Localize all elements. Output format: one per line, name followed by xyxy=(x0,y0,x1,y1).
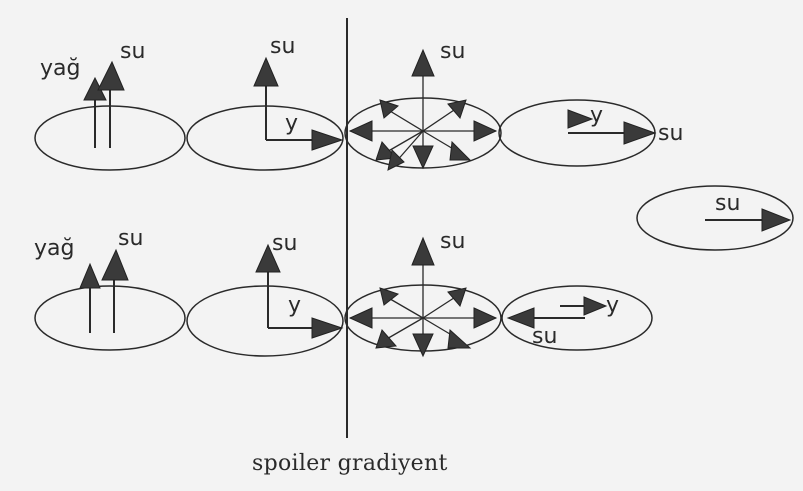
bottom-star-arrow-ur xyxy=(447,287,467,307)
top-y-label-4: y xyxy=(590,103,603,128)
bottom-water-arrow2-head xyxy=(255,243,281,273)
bottom-water-arrow-head xyxy=(101,248,129,281)
top-star-arrow-down xyxy=(412,145,434,170)
top-star-arrow-left xyxy=(348,120,373,142)
top-star-arrow-dl2 xyxy=(387,148,405,171)
bottom-star-arrow-right xyxy=(473,307,498,329)
bottom-water-label: su xyxy=(118,226,143,251)
right-water-ellipse xyxy=(636,185,794,251)
bottom-oil-label: yağ xyxy=(34,236,74,261)
bottom-oil-arrow-head xyxy=(79,262,101,289)
top-water-label: su xyxy=(120,39,145,64)
bottom-ellipse-1 xyxy=(34,285,186,351)
bottom-water-label-2: su xyxy=(272,231,297,256)
top-water-arrow2-head xyxy=(253,56,279,87)
top-water-right-head xyxy=(623,121,657,145)
bottom-star-arrow-up xyxy=(411,236,435,266)
bottom-water-label-3: su xyxy=(440,229,465,254)
bottom-star-arrow-left xyxy=(348,307,373,329)
bottom-y-right-head xyxy=(583,296,608,316)
top-star-arrow-right xyxy=(473,120,498,142)
top-y-right-head xyxy=(567,109,594,129)
top-star-arrow-ul xyxy=(379,99,399,119)
bottom-star-arrow-down xyxy=(412,333,434,358)
bottom-water-left-head xyxy=(506,307,535,329)
right-water-arrow-head xyxy=(761,208,792,232)
right-water-label: su xyxy=(715,191,740,216)
top-star-arrow-up xyxy=(411,48,435,77)
top-water-label-2: su xyxy=(270,34,295,59)
top-star-arrow-dr xyxy=(449,140,472,161)
top-oil-label: yağ xyxy=(40,56,80,81)
caption-spoiler-gradient: spoiler gradiyent xyxy=(252,451,448,476)
top-star-arrow-ur xyxy=(447,99,467,119)
bottom-y-arrow-head xyxy=(311,317,344,339)
top-y-arrow-head xyxy=(311,129,344,151)
top-y-label: y xyxy=(285,111,298,136)
bottom-ellipse-2 xyxy=(186,285,344,357)
top-water-arrow-head xyxy=(97,60,125,91)
bottom-ellipse-4 xyxy=(501,285,653,351)
bottom-water-label-4: su xyxy=(532,324,557,349)
top-water-label-4: su xyxy=(658,121,683,146)
bottom-star-arrow-dl xyxy=(375,329,398,349)
bottom-star-arrow-ul xyxy=(379,287,400,306)
bottom-y-label: y xyxy=(288,293,301,318)
bottom-star-arrow-dr xyxy=(447,328,472,349)
bottom-y-label-4: y xyxy=(606,293,619,318)
top-water-label-3: su xyxy=(440,39,465,64)
